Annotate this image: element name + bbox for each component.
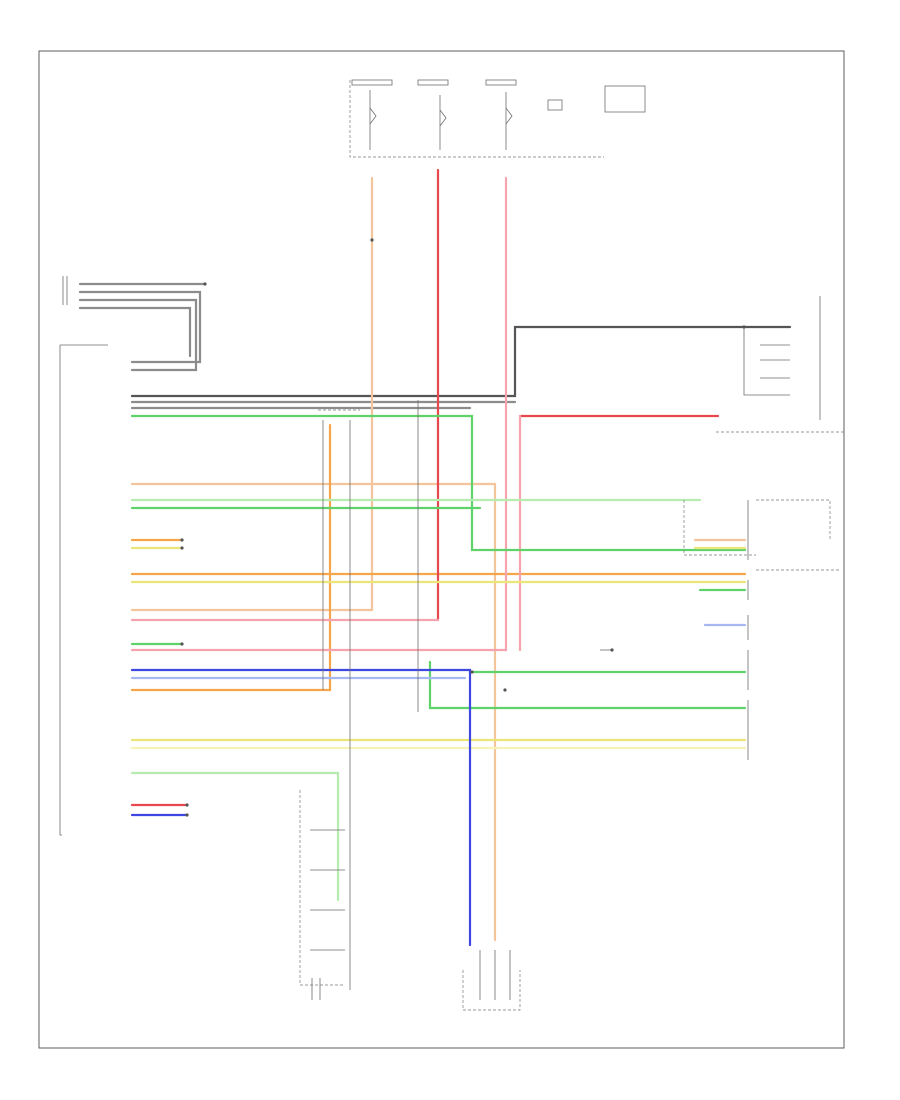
bottom-left-module xyxy=(299,790,345,1000)
right-connectors xyxy=(683,499,840,760)
diagram-border xyxy=(38,50,845,1049)
wire-group-blue xyxy=(130,623,747,947)
wire-group-yellow xyxy=(130,546,747,750)
wire-group-green xyxy=(130,414,747,902)
wire-group-red xyxy=(130,168,720,807)
bottom-center-ground xyxy=(462,950,521,1011)
wire-group-gray xyxy=(78,282,844,433)
center-splices xyxy=(318,400,612,990)
fuse-box-top xyxy=(349,79,646,158)
splice-dots xyxy=(180,238,746,817)
left-module xyxy=(59,276,108,836)
